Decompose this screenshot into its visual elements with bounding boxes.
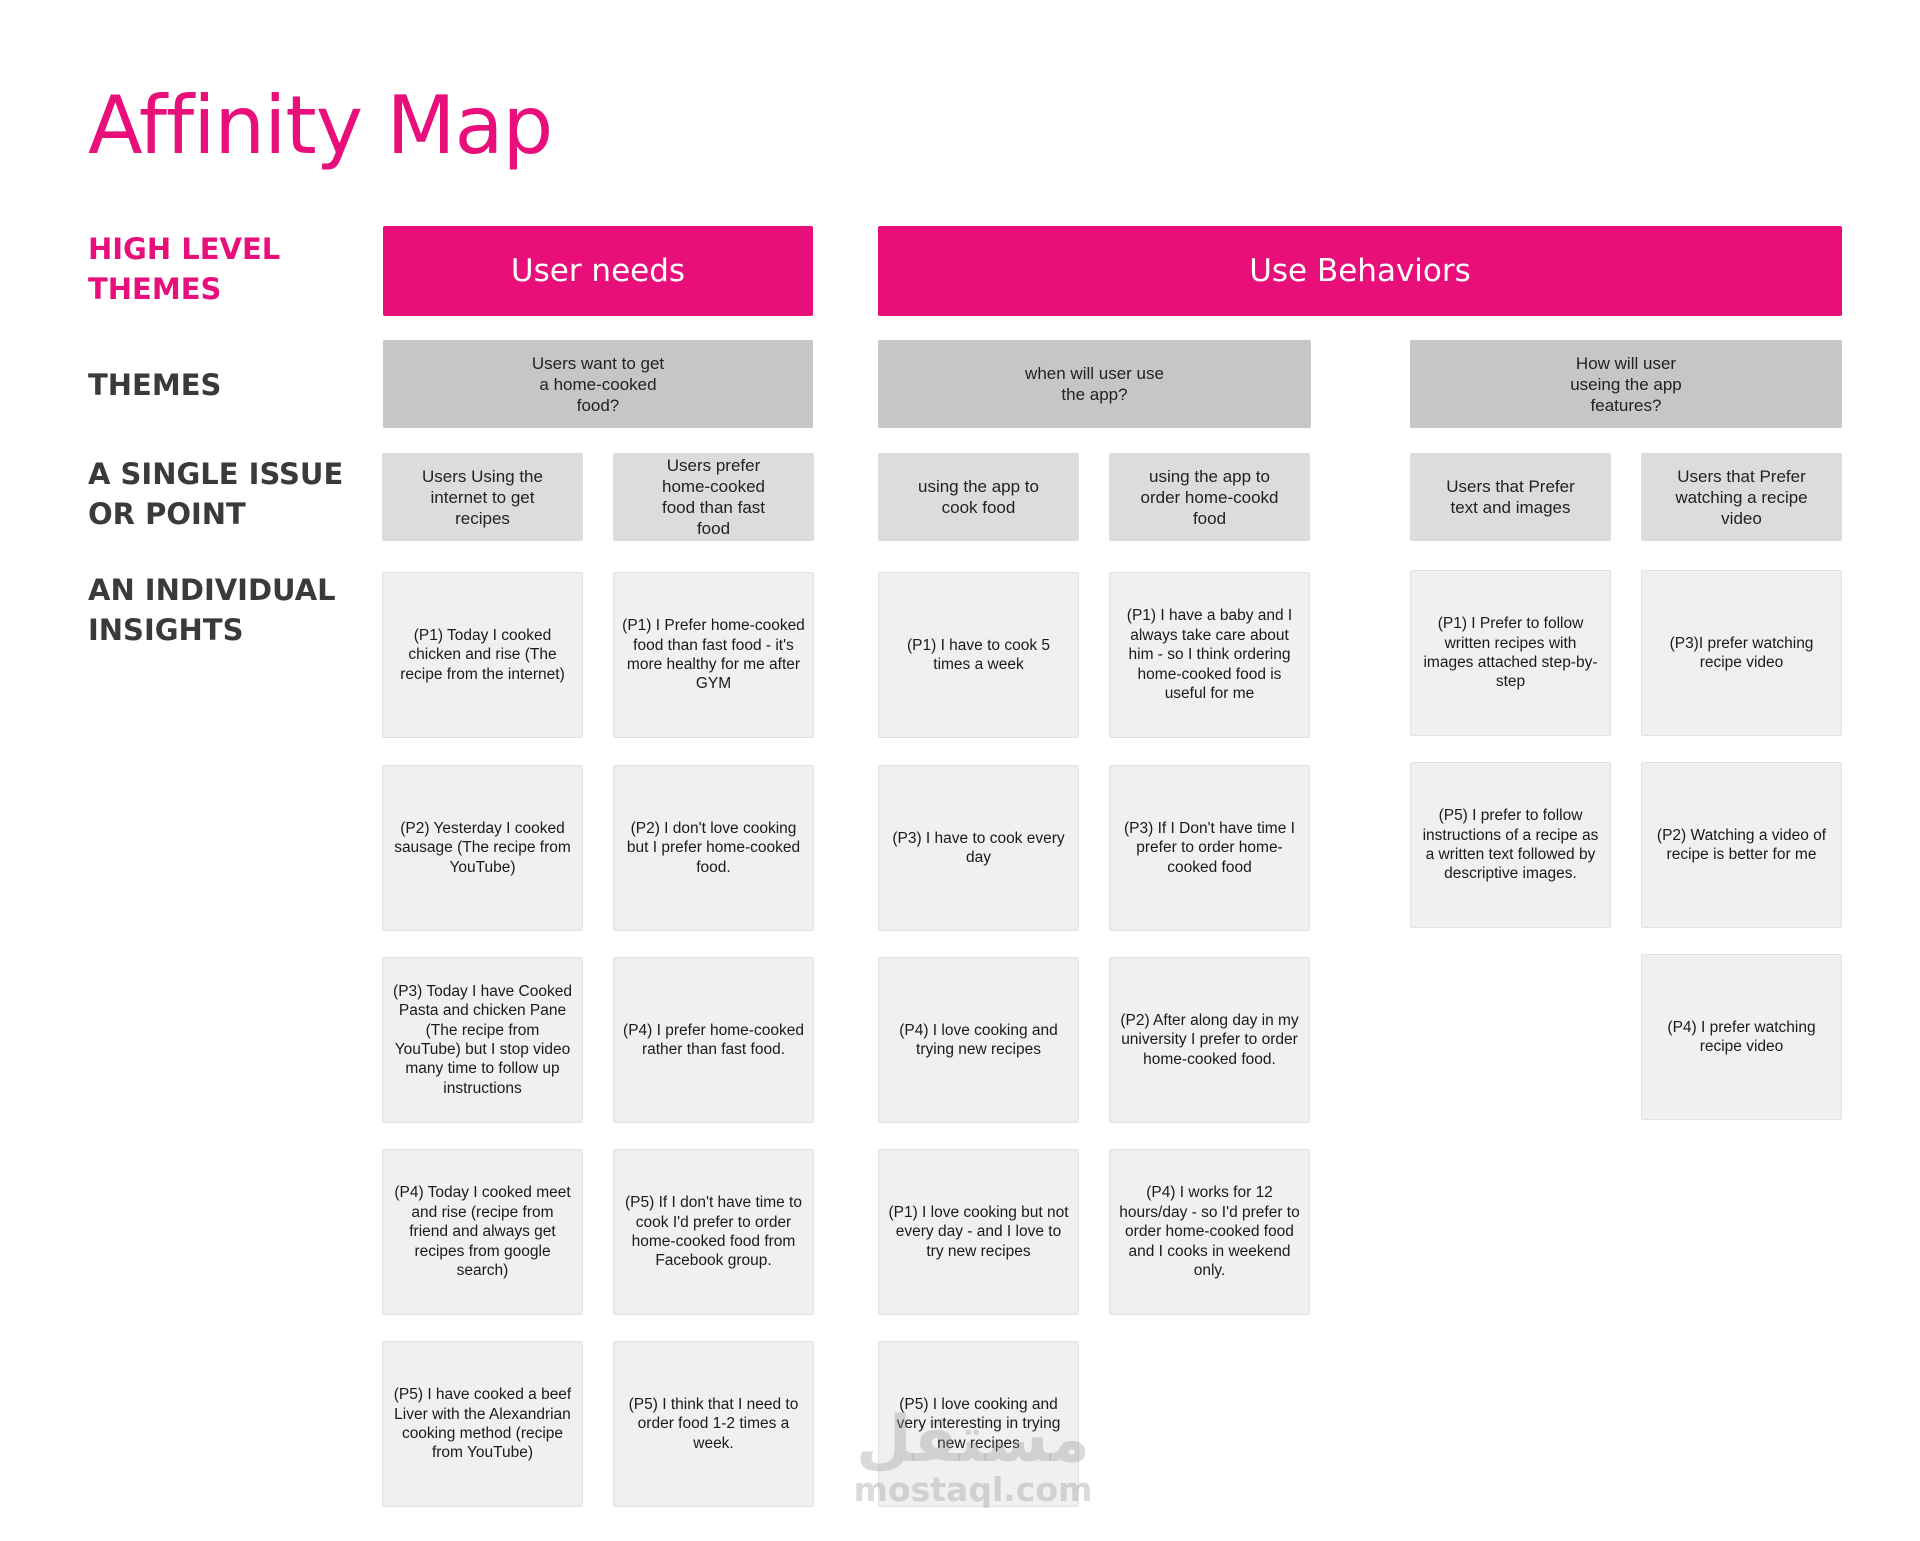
row-label-single-issue: A SINGLE ISSUE OR POINT <box>88 457 344 531</box>
insight-note: (P4) I prefer home-cooked rather than fa… <box>613 957 814 1123</box>
high-level-theme-user-needs: User needs <box>383 226 813 316</box>
insight-note: (P2) Watching a video of recipe is bette… <box>1641 762 1842 928</box>
insight-note: (P1) I Prefer to follow written recipes … <box>1410 570 1611 736</box>
insight-note: (P2) After along day in my university I … <box>1109 957 1310 1123</box>
row-label-insights: AN INDIVIDUAL INSIGHTS <box>88 573 336 647</box>
issue-recipe-video: Users that Prefer watching a recipe vide… <box>1641 453 1842 541</box>
insight-note: (P4) I prefer watching recipe video <box>1641 954 1842 1120</box>
insight-note: (P3) I have to cook every day <box>878 765 1079 931</box>
issue-app-to-order: using the app to order home-cookd food <box>1109 453 1310 541</box>
insight-note: (P1) I have a baby and I always take car… <box>1109 572 1310 738</box>
insight-note: (P5) I love cooking and very interesting… <box>878 1341 1079 1507</box>
issue-text-and-images: Users that Prefer text and images <box>1410 453 1611 541</box>
row-label-themes: THEMES <box>88 368 222 402</box>
insight-note: (P3)I prefer watching recipe video <box>1641 570 1842 736</box>
row-label-high-level-themes: HIGH LEVEL THEMES <box>88 232 281 306</box>
insight-note: (P2) I don't love cooking but I prefer h… <box>613 765 814 931</box>
insight-note: (P5) I prefer to follow instructions of … <box>1410 762 1611 928</box>
insight-note: (P5) I think that I need to order food 1… <box>613 1341 814 1507</box>
insight-note: (P1) I love cooking but not every day - … <box>878 1149 1079 1315</box>
insight-note: (P4) I love cooking and trying new recip… <box>878 957 1079 1123</box>
insight-note: (P1) I have to cook 5 times a week <box>878 572 1079 738</box>
issue-prefer-home-cooked: Users prefer home-cooked food than fast … <box>613 453 814 541</box>
insight-note: (P1) I Prefer home-cooked food than fast… <box>613 572 814 738</box>
insight-note: (P4) Today I cooked meet and rise (recip… <box>382 1149 583 1315</box>
insight-note: (P2) Yesterday I cooked sausage (The rec… <box>382 765 583 931</box>
theme-when-use-app: when will user use the app? <box>878 340 1311 428</box>
theme-home-cooked-food: Users want to get a home-cooked food? <box>383 340 813 428</box>
insight-note: (P5) I have cooked a beef Liver with the… <box>382 1341 583 1507</box>
insight-note: (P3) If I Don't have time I prefer to or… <box>1109 765 1310 931</box>
theme-how-use-features: How will user useing the app features? <box>1410 340 1842 428</box>
insight-note: (P3) Today I have Cooked Pasta and chick… <box>382 957 583 1123</box>
insight-note: (P5) If I don't have time to cook I'd pr… <box>613 1149 814 1315</box>
insight-note: (P1) Today I cooked chicken and rise (Th… <box>382 572 583 738</box>
issue-app-to-cook: using the app to cook food <box>878 453 1079 541</box>
high-level-theme-use-behaviors: Use Behaviors <box>878 226 1842 316</box>
insight-note: (P4) I works for 12 hours/day - so I'd p… <box>1109 1149 1310 1315</box>
issue-internet-recipes: Users Using the internet to get recipes <box>382 453 583 541</box>
page-title: Affinity Map <box>88 79 553 172</box>
